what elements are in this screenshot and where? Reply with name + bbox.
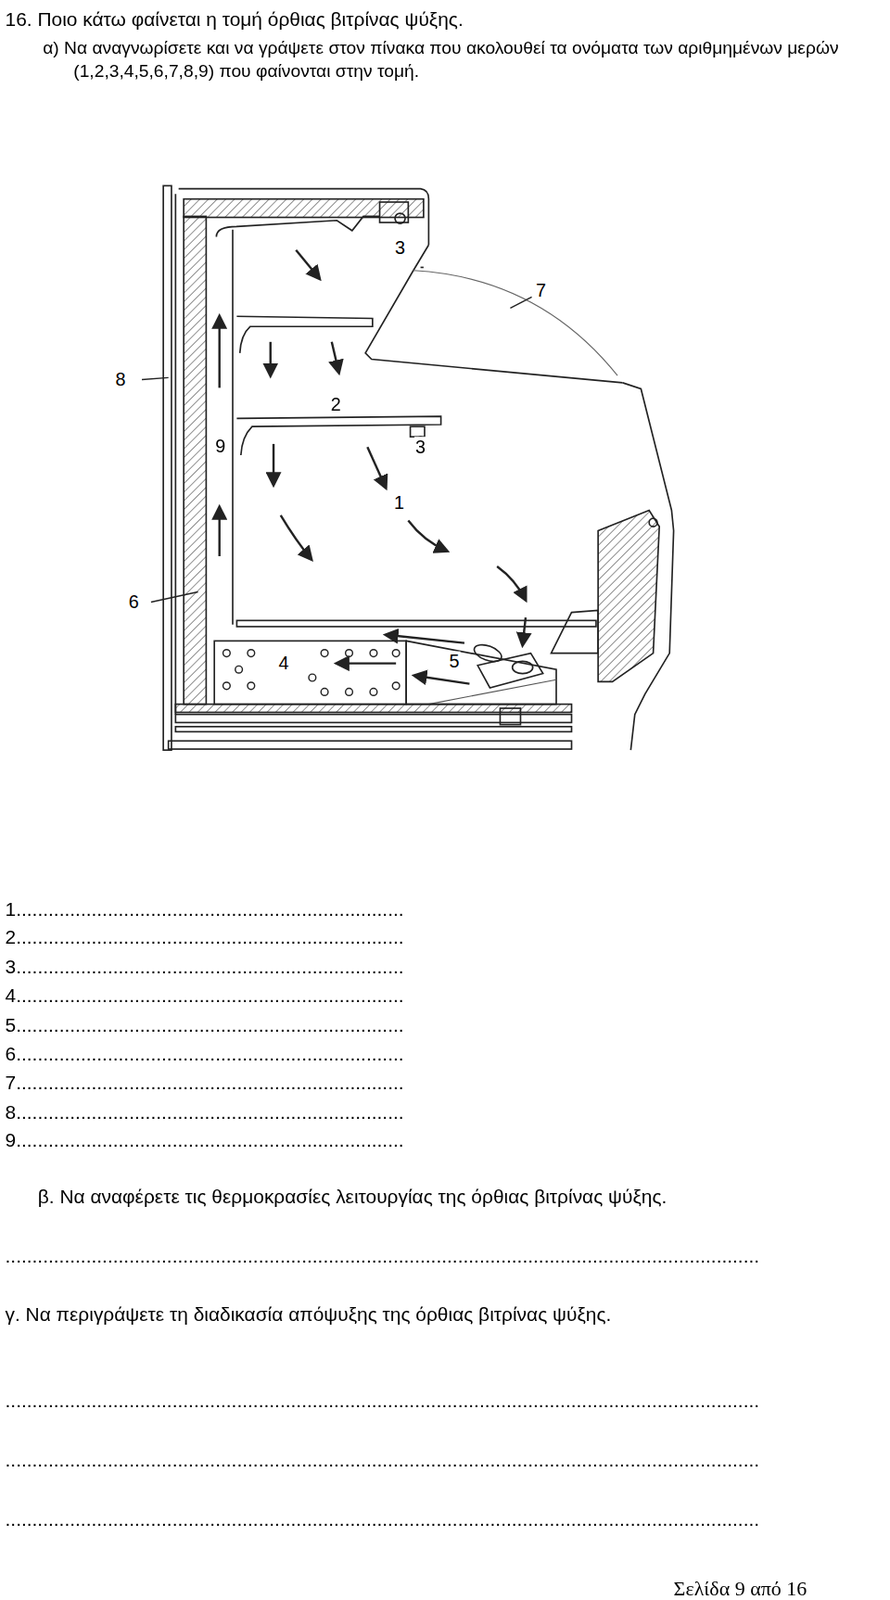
callout-number: 9 (214, 435, 227, 457)
cabinet-body (163, 185, 429, 751)
question-text: β. Να αναφέρετε τις θερμοκρασίες λειτουρ… (38, 1185, 668, 1208)
callout-number: 8 (114, 369, 127, 391)
floor-and-base (168, 620, 597, 750)
question-text: γ. Να περιγράψετε τη διαδικασία απόψυξης… (5, 1303, 612, 1326)
answer-line: 4.......................................… (5, 984, 405, 1007)
page-number: Σελίδα 9 από 16 (673, 1576, 808, 1600)
dotted-answer-line: ........................................… (5, 1508, 761, 1531)
dotted-answer-line: ........................................… (5, 1389, 761, 1412)
glass-front (365, 244, 674, 751)
callout-number: 3 (394, 238, 407, 259)
callout-number: 6 (127, 592, 140, 613)
callout-number: 3 (414, 436, 427, 458)
answer-line: 8.......................................… (5, 1101, 405, 1124)
question-text: α) Να αναγνωρίσετε και να γράψετε στον π… (42, 37, 886, 82)
question-title: 16. Ποιο κάτω φαίνεται η τομή όρθιας βιτ… (5, 8, 464, 31)
dotted-answer-line: ........................................… (5, 1449, 761, 1472)
fan (471, 641, 544, 688)
evaporator-fins (223, 649, 400, 697)
leader-lines (141, 296, 533, 602)
answer-line: 5.......................................… (5, 1014, 405, 1037)
airflow-arrows (219, 250, 526, 685)
callout-number: 5 (447, 650, 460, 672)
answer-line: 2.......................................… (5, 927, 405, 950)
callout-number: 1 (393, 493, 406, 514)
callout-number: 7 (534, 280, 547, 302)
front-riser (550, 509, 660, 682)
answer-line: 3.......................................… (5, 956, 405, 979)
shelves (236, 316, 441, 456)
answer-line: 1.......................................… (5, 898, 405, 921)
callout-number: 2 (330, 394, 343, 415)
dotted-answer-line: ........................................… (5, 1245, 761, 1268)
answer-line: 7.......................................… (5, 1071, 405, 1094)
callout-number: 4 (277, 653, 290, 674)
answer-line: 9.......................................… (5, 1130, 405, 1153)
answer-line: 6.......................................… (5, 1042, 405, 1066)
